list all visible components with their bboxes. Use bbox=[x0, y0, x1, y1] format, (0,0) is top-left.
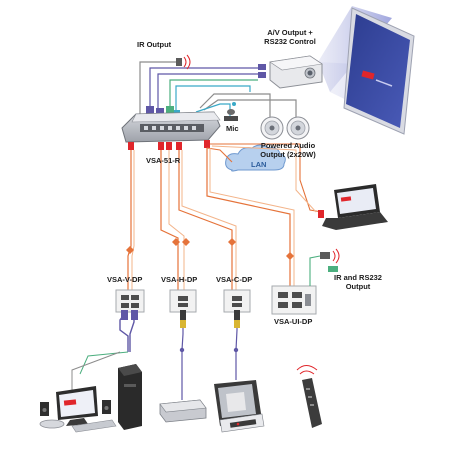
ir-rs232-output-label-line2: Output bbox=[345, 282, 371, 291]
ir-rs232-output-label: IR and RS232 Output bbox=[322, 273, 394, 291]
microphone-icon bbox=[224, 102, 238, 121]
projector-icon bbox=[258, 55, 323, 89]
wallplate-h-dp bbox=[169, 289, 197, 313]
av-output-label-line1: A/V Output + bbox=[267, 28, 313, 37]
media-player-icon bbox=[159, 399, 207, 423]
ir-output-cable bbox=[139, 61, 176, 118]
source-plugs bbox=[121, 310, 240, 353]
vsa-ui-dp-label: VSA-UI-DP bbox=[274, 317, 313, 326]
vsa-51-r-label: VSA-51-R bbox=[146, 156, 181, 165]
ceiling-speaker-right-icon bbox=[286, 116, 310, 140]
pc-tower-icon bbox=[118, 364, 142, 430]
cable-couplers bbox=[126, 238, 294, 260]
ir-emitter-icon bbox=[176, 54, 191, 70]
powered-audio-label-line1: Powered Audio bbox=[260, 141, 316, 150]
pc-speakers-icon bbox=[40, 400, 111, 416]
laptop-icon bbox=[318, 184, 388, 230]
lan-cloud-icon bbox=[225, 144, 286, 172]
vsa-h-dp-label: VSA-H-DP bbox=[161, 275, 198, 284]
lan-label: LAN bbox=[251, 160, 267, 169]
category-cables bbox=[127, 148, 295, 290]
wallplate-c-dp bbox=[223, 289, 251, 313]
wallplate-v-dp bbox=[115, 289, 145, 313]
powered-audio-label-line2: Output (2x20W) bbox=[260, 150, 316, 159]
vsa-51-r-switcher bbox=[121, 111, 221, 150]
vsa-c-dp-label: VSA-C-DP bbox=[216, 275, 253, 284]
ir-output-label: IR Output bbox=[137, 40, 172, 49]
output-cables bbox=[139, 61, 297, 118]
source-cables bbox=[71, 311, 238, 400]
ir-rs232-output bbox=[309, 248, 340, 286]
av-output-label: A/V Output + RS232 Control bbox=[250, 28, 330, 46]
document-camera-icon bbox=[214, 380, 265, 433]
ir-remote-icon bbox=[296, 365, 322, 428]
mic-label: Mic bbox=[226, 124, 239, 133]
ir-rs232-emitter-icon bbox=[320, 252, 330, 259]
projection-screen bbox=[318, 6, 415, 135]
av-output-cable bbox=[149, 67, 258, 116]
powered-audio-label: Powered Audio Output (2x20W) bbox=[256, 141, 320, 159]
ir-rs232-output-label-line1: IR and RS232 bbox=[334, 273, 382, 282]
pc-monitor-icon bbox=[56, 386, 98, 426]
av-output-label-line2: RS232 Control bbox=[264, 37, 316, 46]
lan-cables bbox=[206, 143, 323, 213]
wallplate-ui-dp bbox=[271, 285, 317, 315]
vsa-v-dp-label: VSA-V-DP bbox=[107, 275, 143, 284]
ceiling-speaker-left-icon bbox=[260, 116, 284, 140]
pc-keyboard-disc-icon bbox=[39, 419, 117, 433]
